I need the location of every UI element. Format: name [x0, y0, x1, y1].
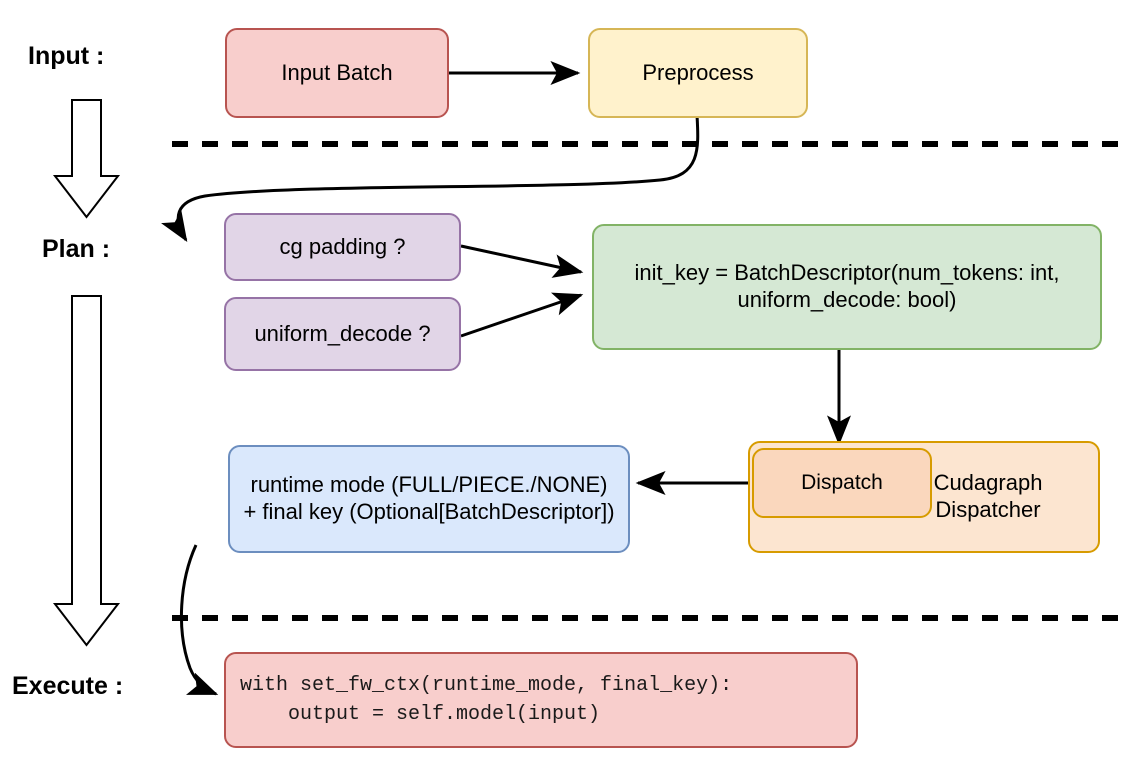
node-dispatch[interactable]: Dispatch	[752, 448, 932, 518]
node-runtime-mode-line2: + final key (Optional[BatchDescriptor])	[243, 499, 615, 524]
node-preprocess[interactable]: Preprocess	[588, 28, 808, 118]
node-execute-code-line1: with set_fw_ctx(runtime_mode, final_key)…	[240, 674, 733, 697]
node-runtime-mode-line1: runtime mode (FULL/PIECE./NONE)	[250, 472, 608, 498]
node-execute-code-line2: output = self.model(input)	[240, 703, 601, 726]
node-runtime-mode[interactable]: runtime mode (FULL/PIECE./NONE) + final …	[228, 445, 630, 553]
node-execute-code[interactable]: with set_fw_ctx(runtime_mode, final_key)…	[224, 652, 858, 748]
node-input-batch[interactable]: Input Batch	[225, 28, 449, 118]
stage-label-execute: Execute :	[12, 672, 124, 700]
edge-cg-padding-to-init-key	[460, 244, 584, 278]
node-cudagraph-dispatcher-line1: Cudagraph	[933, 470, 1043, 496]
stage-label-plan: Plan :	[42, 235, 111, 263]
plan-to-execute-arrow	[52, 295, 121, 647]
input-to-plan-arrow	[52, 99, 121, 219]
node-init-key[interactable]: init_key = BatchDescriptor(num_tokens: i…	[592, 224, 1102, 350]
node-dispatch-label: Dispatch	[801, 471, 883, 495]
node-init-key-line1: init_key = BatchDescriptor(num_tokens: i…	[634, 260, 1060, 286]
node-init-key-line2: uniform_decode: bool)	[737, 287, 957, 312]
node-cg-padding-label: cg padding ?	[279, 233, 406, 259]
stage-label-input: Input :	[28, 42, 105, 70]
node-cudagraph-dispatcher-line2: Dispatcher	[935, 497, 1041, 522]
node-execute-code-text: with set_fw_ctx(runtime_mode, final_key)…	[240, 671, 732, 729]
node-cg-padding[interactable]: cg padding ?	[224, 213, 461, 281]
node-preprocess-label: Preprocess	[642, 59, 754, 85]
node-uniform-decode-label: uniform_decode ?	[254, 320, 431, 346]
node-input-batch-label: Input Batch	[281, 59, 393, 85]
node-uniform-decode[interactable]: uniform_decode ?	[224, 297, 461, 371]
edge-runtime-mode-to-execute-code	[179, 544, 219, 696]
edge-uniform-decode-to-init-key	[460, 292, 584, 338]
